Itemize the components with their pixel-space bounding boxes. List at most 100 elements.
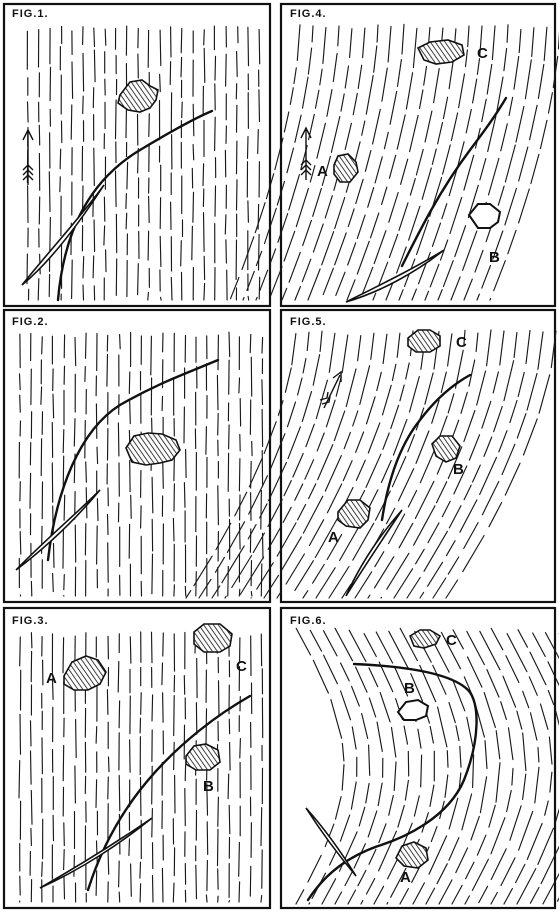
hatch-stroke (351, 782, 356, 809)
hatch-stroke (434, 69, 440, 103)
hatch-stroke (250, 335, 251, 353)
hatch-stroke (229, 805, 230, 833)
hatch-stroke (504, 889, 512, 905)
hatch-stroke (360, 366, 370, 405)
hatch-stroke (256, 297, 257, 300)
hatch-stroke (441, 240, 448, 260)
hatch-stroke (371, 333, 374, 359)
hatch-stroke (428, 562, 443, 586)
figure-5-frame (281, 310, 555, 602)
point-label-b: B (203, 778, 214, 795)
hatch-stroke (406, 73, 412, 109)
hatch-stroke (237, 180, 238, 210)
hatch-stroke (469, 435, 479, 460)
hatch-stroke (288, 427, 300, 459)
hatch-stroke (425, 291, 429, 300)
hatch-stroke (489, 805, 495, 827)
figure-3: FIG.3. A C B (4, 608, 270, 908)
hatch-stroke (477, 294, 479, 300)
hatch-stroke (83, 53, 84, 91)
hatch-stroke (399, 203, 408, 231)
hatch-stroke (329, 567, 349, 599)
hatch-stroke (323, 28, 326, 64)
hatch-stroke (316, 90, 319, 108)
hatch-stroke (131, 864, 132, 896)
hatch-stroke (422, 168, 431, 199)
hatch-stroke (148, 231, 149, 260)
hatch-stroke (508, 230, 516, 253)
hatch-stroke (63, 430, 64, 453)
hatch-stroke (302, 259, 311, 282)
point-label-b: B (453, 461, 464, 478)
hatch-stroke (391, 405, 399, 428)
hatch-stroke (377, 722, 382, 751)
hatch-stroke (526, 331, 530, 364)
hatch-stroke (74, 855, 75, 876)
island (118, 80, 158, 112)
hatch-stroke (449, 506, 461, 528)
hatch-stroke (310, 166, 315, 182)
hatch-stroke (523, 691, 529, 708)
hatch-stroke (295, 115, 301, 142)
hatch-stroke (64, 575, 65, 590)
point-label-a: A (400, 869, 411, 886)
hatch-stroke (466, 862, 474, 879)
hatch-stroke (516, 106, 524, 142)
hatch-stroke (207, 861, 208, 891)
hatch-stroke (469, 360, 475, 386)
hatch-stroke (42, 337, 43, 354)
hatch-stroke (225, 215, 226, 234)
hatch-stroke (298, 378, 302, 395)
hatch-stroke (368, 595, 370, 598)
hatch-stroke (449, 61, 453, 89)
hatch-stroke (296, 890, 304, 904)
hatch-stroke (182, 102, 183, 118)
hatch-stroke (433, 665, 446, 694)
hatch-stroke (425, 373, 433, 404)
hatch-stroke (431, 827, 437, 842)
hatch-stroke (451, 277, 460, 300)
hatch-stroke (456, 848, 468, 873)
hatch-stroke (264, 575, 279, 598)
hatch-stroke (494, 407, 503, 432)
boat-track (402, 98, 506, 266)
hatch-stroke (357, 241, 369, 274)
hatch-stroke (368, 811, 377, 837)
hatch-stroke (261, 564, 262, 596)
hatch-stroke (174, 585, 175, 596)
hatch-stroke (505, 145, 515, 182)
hatch-stroke (347, 280, 355, 300)
north-arrow (23, 130, 33, 185)
hatch-stroke (313, 188, 322, 216)
hatch-stroke (376, 632, 392, 663)
hatch-stroke (387, 903, 388, 905)
hatch-stroke (313, 224, 323, 252)
hatch-stroke (377, 25, 378, 42)
hatch-stroke (523, 774, 526, 799)
hatch-stroke (324, 631, 338, 656)
hatch-stroke (420, 90, 423, 109)
island-a (338, 500, 370, 528)
hatch-stroke (496, 763, 500, 803)
hatch-stroke (160, 237, 161, 267)
hatch-stroke (373, 109, 381, 143)
hatch-stroke (535, 767, 539, 803)
hatch-stroke (445, 775, 448, 797)
hatch-stroke (392, 728, 396, 758)
hatch-stroke (448, 394, 454, 413)
hatch-stroke (531, 154, 539, 183)
hatch-stroke (152, 632, 153, 663)
hatch-stroke (196, 572, 197, 596)
hatch-stroke (215, 117, 216, 150)
hatch-stroke (432, 223, 440, 246)
hatch-stroke (460, 746, 461, 767)
hatch-stroke (459, 74, 465, 108)
hatch-stroke (374, 46, 377, 72)
hatch-stroke (388, 860, 398, 879)
hatch-stroke (400, 889, 408, 904)
hatch-stroke (38, 279, 39, 300)
hatch-stroke (126, 213, 127, 229)
figure-6-label: FIG.6. (290, 615, 327, 627)
hatch-stroke (424, 67, 427, 86)
hatch-stroke (524, 419, 538, 455)
